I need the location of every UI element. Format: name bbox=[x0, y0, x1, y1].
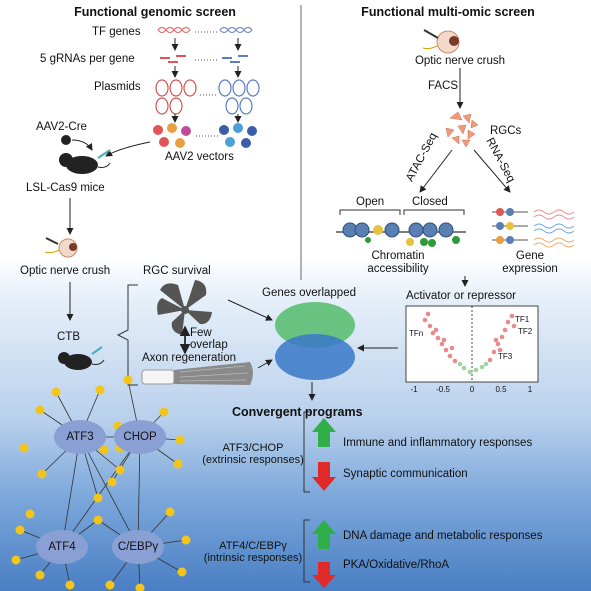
optic-nerve-crush-right: Optic nerve crush bbox=[414, 55, 506, 67]
activator-repressor-label: Activator or repressor bbox=[406, 290, 516, 302]
group1-name: ATF3/CHOP bbox=[222, 442, 284, 454]
group1-sub: (extrinsic responses) bbox=[202, 454, 304, 466]
node-atf3: ATF3 bbox=[66, 431, 94, 443]
facs-label: FACS bbox=[428, 80, 459, 92]
group2-down-label: PKA/Oxidative/RhoA bbox=[343, 559, 450, 571]
volcano-label-tf3: TF3 bbox=[498, 352, 513, 361]
eye-icon-left bbox=[44, 237, 78, 258]
rgcs-label: RGCs bbox=[490, 125, 522, 137]
tf-gene-dna-icon bbox=[157, 26, 191, 34]
mouse-icon bbox=[59, 153, 111, 174]
node-chop: CHOP bbox=[123, 431, 157, 443]
brace bbox=[116, 284, 138, 386]
left-panel-title: Functional genomic screen bbox=[74, 5, 236, 19]
tf-genes-label: TF genes bbox=[92, 26, 141, 38]
aav2-cre-label: AAV2-Cre bbox=[36, 121, 87, 133]
volcano-tick: 0.5 bbox=[495, 385, 507, 394]
down-arrow-1 bbox=[312, 462, 336, 491]
venn-bottom bbox=[275, 334, 355, 380]
group1-down-label: Synaptic communication bbox=[343, 468, 468, 480]
chromatin-icon bbox=[336, 222, 466, 247]
open-label: Open bbox=[356, 196, 385, 208]
group1-up-label: Immune and inflammatory responses bbox=[343, 437, 533, 449]
lsl-cas9-mice-label: LSL-Cas9 mice bbox=[26, 182, 105, 194]
volcano-tick: 0 bbox=[469, 385, 475, 394]
volcano-points-ns bbox=[457, 361, 489, 375]
eye-icon-right bbox=[422, 29, 460, 54]
gene-expression-label: Gene expression bbox=[502, 250, 558, 275]
up-arrow-2 bbox=[312, 520, 336, 549]
rgc-cluster-icon bbox=[445, 111, 479, 148]
up-arrow-1 bbox=[312, 418, 336, 447]
hub-nodes bbox=[36, 420, 166, 564]
tf-gene-dna-icon-2 bbox=[219, 26, 253, 34]
axon-regeneration-label: Axon regeneration bbox=[142, 352, 236, 364]
volcano-tick: -0.5 bbox=[436, 385, 450, 394]
rgc-survival-label: RGC survival bbox=[143, 265, 211, 277]
optic-nerve-icon bbox=[141, 362, 253, 385]
ctb-label: CTB bbox=[57, 331, 80, 343]
few-overlap-label: Few overlap bbox=[190, 327, 228, 351]
aav2-vectors-label: AAV2 vectors bbox=[165, 151, 234, 163]
volcano-tick: -1 bbox=[410, 385, 418, 394]
volcano-label-tf2: TF2 bbox=[518, 327, 533, 336]
volcano-label-tf1: TF1 bbox=[515, 315, 530, 324]
convergent-programs-label: Convergent programs bbox=[232, 405, 363, 419]
right-panel-title: Functional multi-omic screen bbox=[361, 5, 535, 19]
genes-overlapped-label: Genes overlapped bbox=[262, 287, 356, 299]
grna-icon bbox=[160, 55, 186, 63]
grna-icon-2 bbox=[222, 55, 248, 63]
node-cebpg: C/EBPγ bbox=[117, 541, 159, 553]
aav2-vector-icons bbox=[153, 123, 257, 148]
grnas-label: 5 gRNAs per gene bbox=[40, 53, 135, 65]
down-arrow-2 bbox=[312, 562, 336, 588]
ctb-mouse-icon bbox=[58, 352, 105, 370]
network-leaf-nodes bbox=[11, 375, 191, 591]
closed-label: Closed bbox=[412, 196, 448, 208]
venn-top bbox=[275, 302, 355, 348]
group2-sub: (intrinsic responses) bbox=[203, 552, 303, 564]
node-atf4: ATF4 bbox=[48, 541, 76, 553]
gene-expression-icon bbox=[492, 208, 575, 248]
aav2-cre-icon bbox=[61, 135, 71, 145]
group2-up-label: DNA damage and metabolic responses bbox=[343, 530, 543, 542]
plasmids-label: Plasmids bbox=[94, 81, 141, 93]
plasmid-icons bbox=[155, 79, 260, 115]
optic-nerve-crush-left: Optic nerve crush bbox=[20, 265, 111, 277]
group2-name: ATF4/C/EBPγ bbox=[219, 540, 287, 552]
volcano-tick: 1 bbox=[527, 385, 533, 394]
volcano-label-tfn: TFn bbox=[409, 329, 424, 338]
volcano-plot bbox=[405, 305, 539, 383]
volcano-points-up bbox=[422, 311, 517, 364]
chromatin-accessibility-label: Chromatin accessibility bbox=[367, 250, 429, 275]
